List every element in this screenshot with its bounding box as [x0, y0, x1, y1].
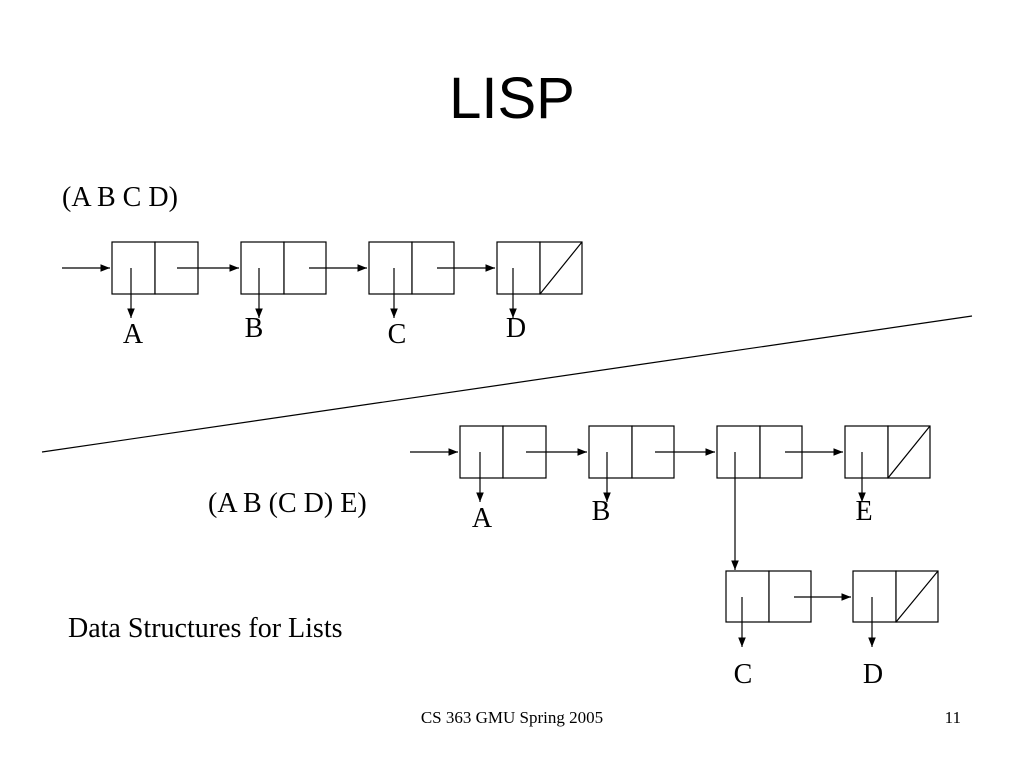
separator-line: [41, 315, 973, 453]
list1-atom-d: D: [506, 313, 526, 344]
slide-footer: CS 363 GMU Spring 2005: [421, 708, 603, 727]
list1-cons-cell-3: [368, 241, 455, 295]
list2-cons-cell-2: [588, 425, 675, 479]
list1-expression: (A B C D): [62, 182, 178, 213]
list1-cons-cell-4: [496, 241, 583, 295]
page-number: 11: [945, 708, 961, 727]
list1-atom-a: A: [123, 319, 144, 350]
list2-cons-cell-3: [716, 425, 803, 479]
list2-atom-b: B: [592, 496, 611, 527]
list2-expression: (A B (C D) E): [208, 488, 367, 519]
list2-atom-e: E: [855, 496, 872, 527]
list1-cons-cell-2: [240, 241, 327, 295]
sublist-atom-d: D: [863, 659, 883, 690]
sublist-atom-c: C: [734, 659, 753, 690]
list2-atom-a: A: [472, 503, 493, 534]
slide-caption: Data Structures for Lists: [68, 613, 343, 644]
sublist-cons-cell-2: [852, 570, 939, 623]
list1-atom-b: B: [245, 313, 264, 344]
list2-cons-cell-4: [844, 425, 931, 479]
slide-title: LISP: [449, 66, 575, 131]
list1-cons-cell-1: [111, 241, 199, 295]
list1-atom-c: C: [388, 319, 407, 350]
